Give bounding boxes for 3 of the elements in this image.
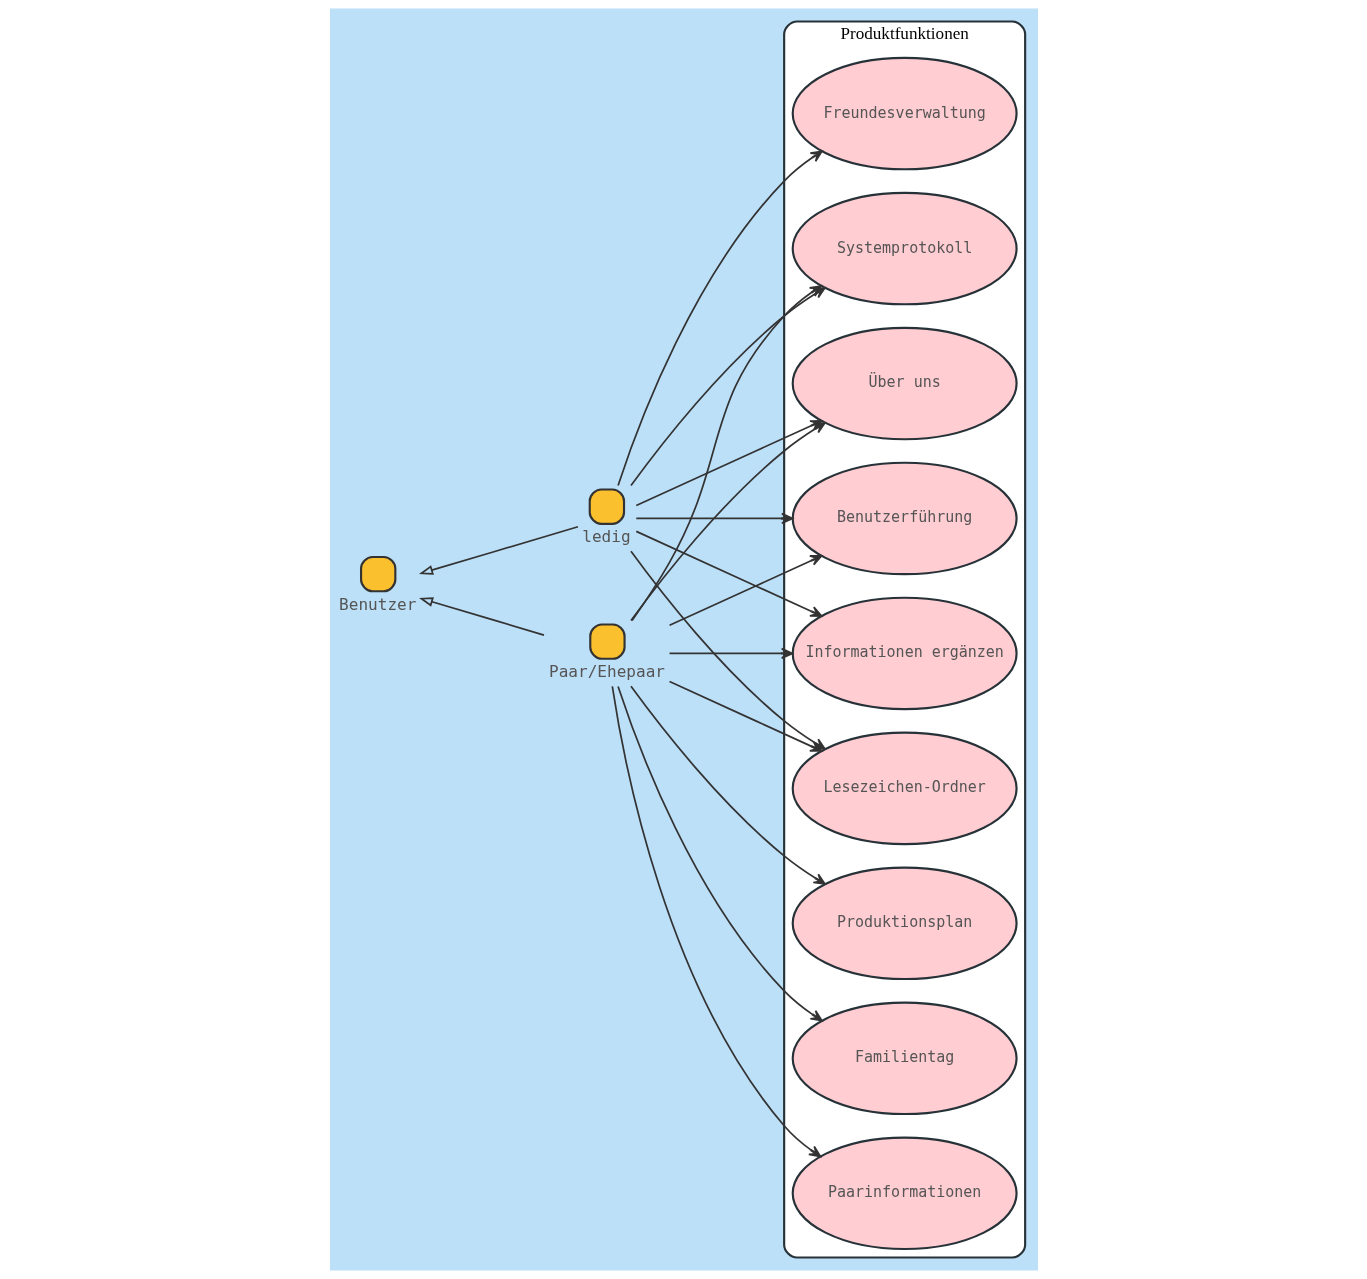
node-label: Paar/Ehepaar	[548, 661, 665, 681]
node-label: ledig	[581, 527, 631, 547]
node-label: Benutzer	[338, 594, 416, 614]
